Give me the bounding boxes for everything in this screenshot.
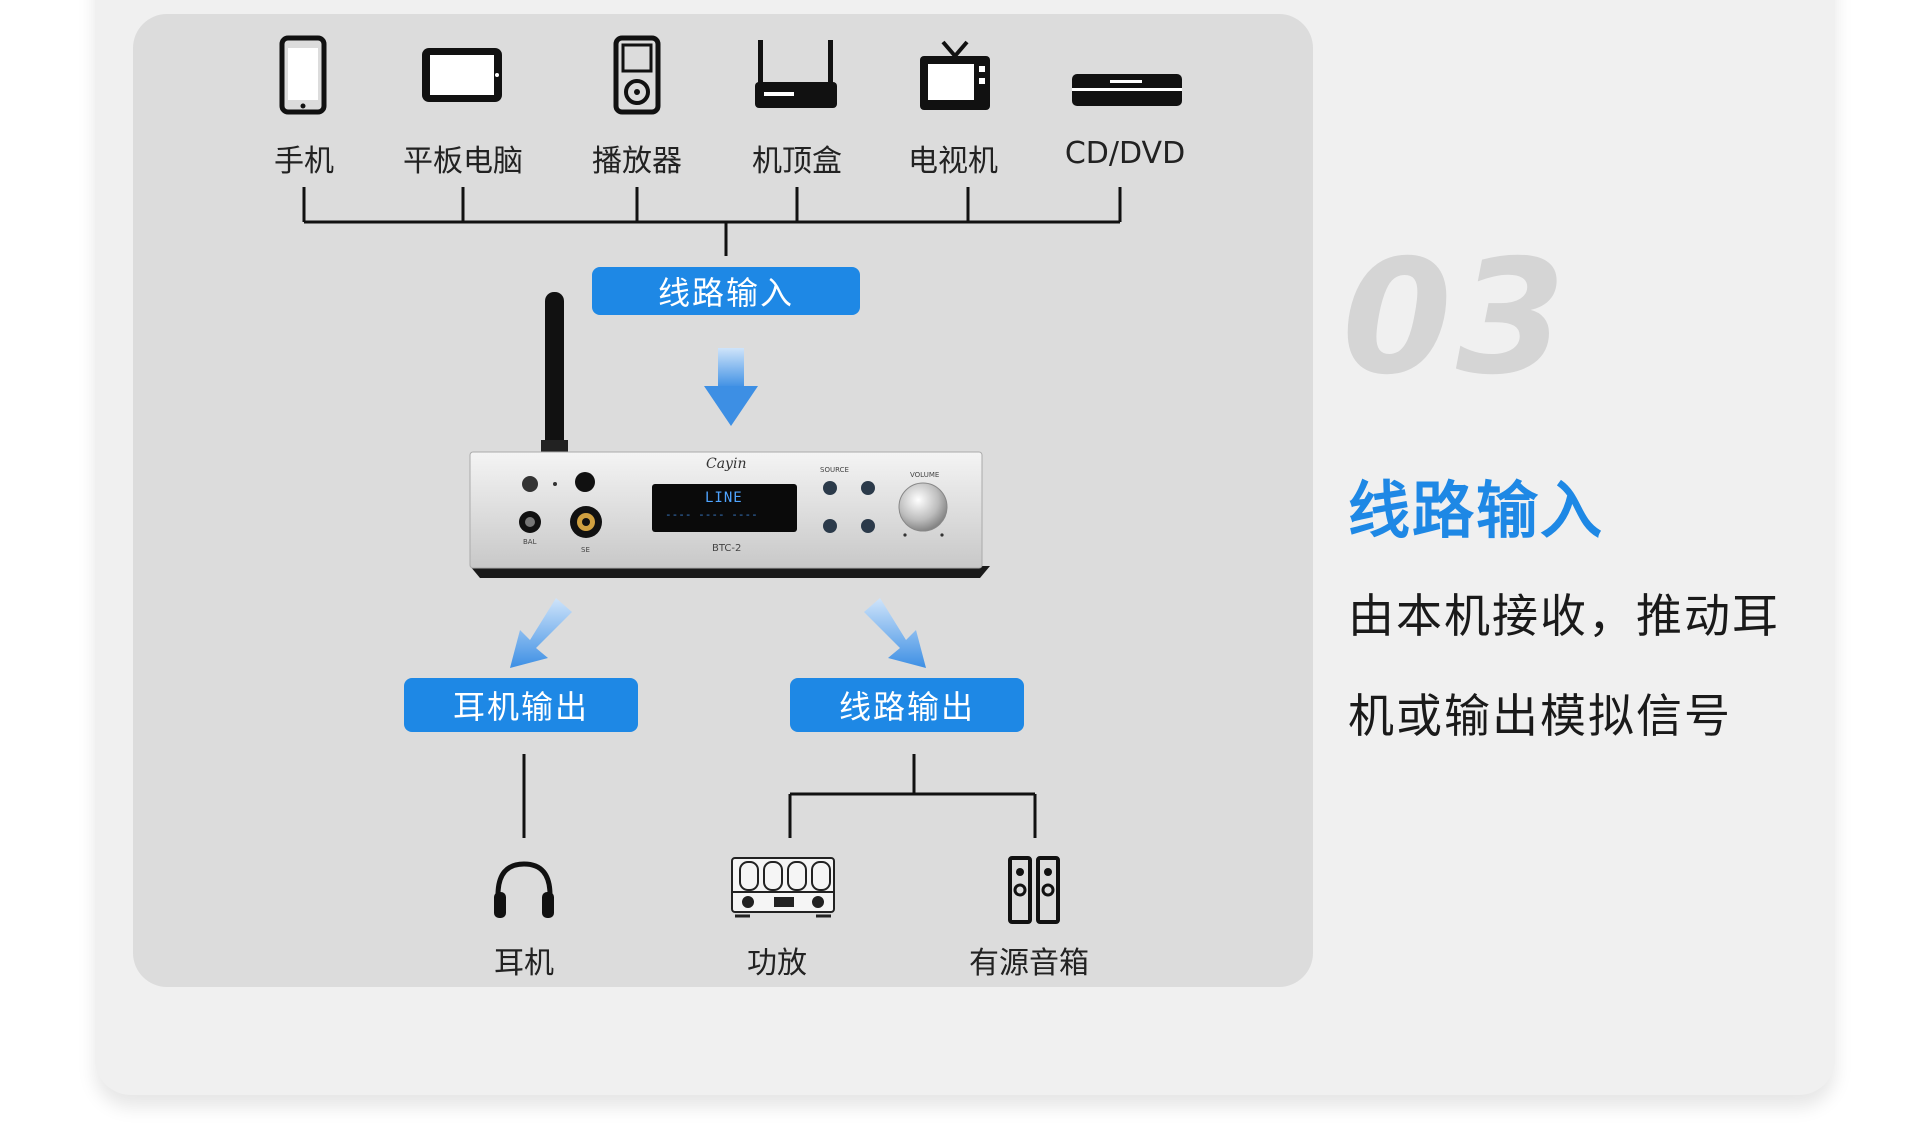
bal-label: BAL xyxy=(523,538,537,546)
arrow-to-headphone-icon xyxy=(510,598,572,668)
speaker-icon xyxy=(1008,856,1060,924)
router-icon xyxy=(755,40,837,108)
tablet-icon xyxy=(422,48,502,102)
line-input-badge: 线路输入 xyxy=(592,267,860,315)
cd-dvd-label: CD/DVD xyxy=(1064,136,1186,171)
description-line-1: 由本机接收，推动耳 xyxy=(1348,589,1780,643)
description-line-2: 机或输出模拟信号 xyxy=(1348,689,1732,743)
output-connector-lines xyxy=(522,754,1037,838)
section-number: 03 xyxy=(1342,226,1570,410)
display-text: LINE xyxy=(705,490,743,506)
btc2-device xyxy=(469,451,990,578)
device-brand: Cayin xyxy=(706,456,747,472)
source-label: SOURCE xyxy=(820,466,849,474)
phone-icon xyxy=(279,35,327,115)
tablet-label: 平板电脑 xyxy=(403,144,523,179)
section-title: 线路输入 xyxy=(1348,474,1605,547)
player-icon xyxy=(613,35,661,115)
volume-label: VOLUME xyxy=(910,471,940,479)
headphone-icon xyxy=(494,861,554,918)
display-dashes: ---- ---- ---- xyxy=(665,508,758,521)
antenna xyxy=(541,292,568,454)
headphone-label: 耳机 xyxy=(494,946,554,981)
amp-label: 功放 xyxy=(747,946,807,981)
input-connector-lines xyxy=(302,187,1122,256)
tv-label: 电视机 xyxy=(908,144,998,179)
arrow-to-line-out-icon xyxy=(864,598,926,668)
amplifier-icon xyxy=(731,857,835,918)
arrow-down-icon xyxy=(704,348,758,426)
cd-dvd-icon xyxy=(1072,74,1182,106)
se-label: SE xyxy=(581,546,590,554)
speaker-label: 有源音箱 xyxy=(969,946,1089,981)
tv-icon xyxy=(920,40,990,110)
player-label: 播放器 xyxy=(592,144,682,179)
line-output-badge: 线路输出 xyxy=(790,678,1024,732)
model-label: BTC-2 xyxy=(712,543,742,554)
headphone-output-badge: 耳机输出 xyxy=(404,678,638,732)
phone-label: 手机 xyxy=(274,144,334,179)
settop-label: 机顶盒 xyxy=(752,144,842,179)
section-description: 由本机接收，推动耳 机或输出模拟信号 xyxy=(1348,566,1828,766)
